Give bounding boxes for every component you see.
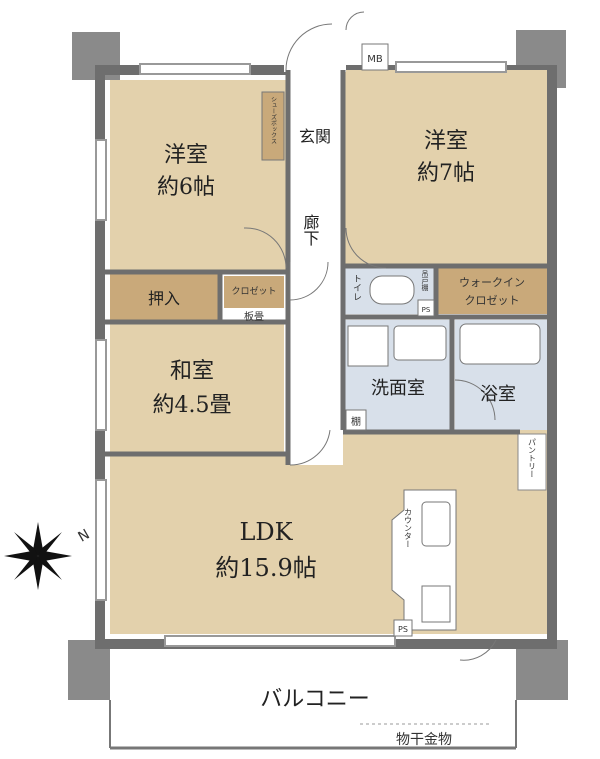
room-japanese bbox=[110, 324, 284, 452]
compass-icon bbox=[4, 522, 72, 590]
walkin-label-1: ウォークイン bbox=[459, 276, 525, 289]
ps-box-1 bbox=[393, 619, 413, 637]
itatatami-label: 板畳 bbox=[244, 310, 264, 323]
room-walkin bbox=[438, 266, 547, 314]
structural-columns bbox=[68, 30, 568, 700]
windows bbox=[95, 61, 507, 647]
ps-box-2 bbox=[417, 299, 435, 317]
genkan-label: 玄関 bbox=[299, 127, 331, 146]
western-left-name: 洋室 bbox=[164, 143, 208, 168]
pantry-label: パントリー bbox=[528, 438, 537, 478]
monohoshi-label: 物干金物 bbox=[396, 732, 452, 748]
senmen-label: 洗面室 bbox=[371, 378, 425, 399]
corridor bbox=[288, 70, 343, 465]
washer-space bbox=[347, 325, 389, 367]
tsuritana-label: 吊戸棚 bbox=[421, 270, 429, 292]
shoebox-label: シューズボックス bbox=[270, 96, 277, 144]
sink bbox=[421, 501, 451, 547]
room-oshiire bbox=[110, 274, 218, 320]
room-closet-small bbox=[224, 276, 284, 308]
inner-walls bbox=[105, 70, 550, 465]
pantry bbox=[517, 433, 547, 491]
tana-label: 棚 bbox=[351, 415, 361, 428]
tana-box bbox=[345, 409, 367, 431]
toilet-fixture bbox=[369, 275, 415, 305]
compass-north-label: N bbox=[75, 526, 92, 545]
western-left-size: 約6帖 bbox=[157, 175, 215, 200]
room-ldk bbox=[110, 456, 547, 634]
closet-label: クロゼット bbox=[231, 285, 276, 297]
door-swings bbox=[243, 11, 497, 661]
western-right-size: 約7帖 bbox=[417, 161, 475, 186]
bath-label: 浴室 bbox=[480, 384, 516, 405]
japanese-name: 和室 bbox=[170, 359, 214, 384]
oshiire-label: 押入 bbox=[148, 289, 180, 308]
counter-label: カウンター bbox=[404, 508, 413, 548]
ldk-name: LDK bbox=[239, 518, 293, 546]
walkin-label-2: クロゼット bbox=[465, 294, 520, 307]
mb-label: MB bbox=[367, 54, 383, 65]
entry-porch bbox=[284, 20, 346, 72]
japanese-size: 約4.5畳 bbox=[153, 393, 232, 418]
room-western-right bbox=[345, 70, 547, 266]
toilet-label: トイレ bbox=[351, 274, 362, 301]
ldk-size: 約15.9帖 bbox=[215, 554, 316, 582]
balcony-label: バルコニー bbox=[260, 687, 370, 712]
mb-box bbox=[361, 43, 389, 71]
western-right-name: 洋室 bbox=[424, 129, 468, 154]
rouka-label: 廊下 bbox=[301, 214, 320, 246]
washbasin bbox=[393, 325, 447, 361]
stove bbox=[421, 585, 451, 623]
ps-label-1: PS bbox=[398, 625, 408, 634]
bathtub bbox=[459, 323, 541, 365]
ps-label-2: PS bbox=[422, 306, 431, 314]
shoebox bbox=[261, 91, 285, 161]
room-western-left bbox=[110, 80, 286, 270]
